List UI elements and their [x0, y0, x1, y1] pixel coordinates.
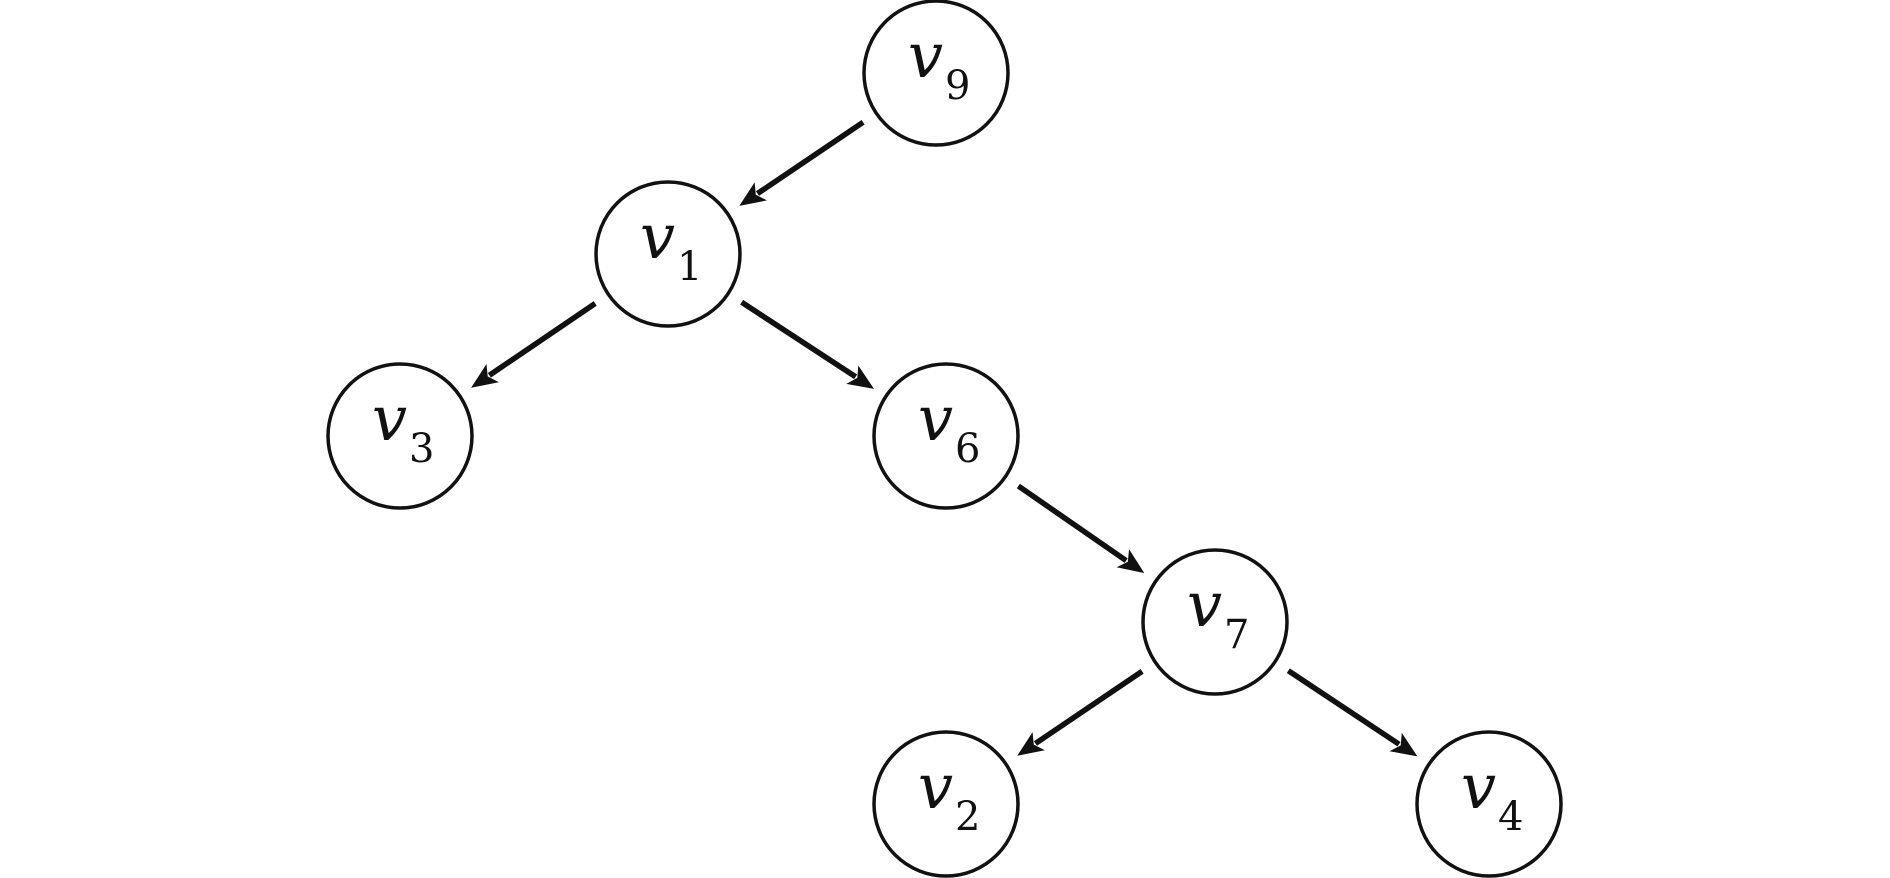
arrow-head	[846, 365, 874, 389]
node-label-letter: v	[918, 382, 953, 455]
node-label: v3	[372, 382, 434, 472]
node-circle	[594, 180, 742, 328]
edge-v7-to-v4	[1286, 668, 1418, 757]
node-circle	[862, 0, 1010, 147]
node-label-subscript: 2	[955, 794, 980, 840]
edge-line	[487, 301, 597, 378]
arrow-head	[1389, 732, 1418, 757]
arrow-head	[739, 182, 767, 206]
node-label-letter: v	[1187, 568, 1222, 641]
node-label-subscript: 9	[945, 63, 970, 109]
arrow-head	[1017, 732, 1045, 756]
node-label: v4	[1461, 750, 1523, 840]
node-label-letter: v	[372, 382, 407, 455]
node-label: v6	[918, 382, 980, 472]
node-label-letter: v	[908, 19, 943, 92]
node-v6: v6	[872, 362, 1020, 510]
node-label-subscript: 4	[1498, 794, 1523, 840]
node-label-letter: v	[918, 750, 953, 823]
edge-v9-to-v1	[739, 119, 865, 206]
node-v9: v9	[862, 0, 1010, 147]
edge-line	[1033, 669, 1144, 746]
edge-line	[1016, 483, 1128, 563]
edge-line	[755, 119, 865, 196]
edge-line	[740, 299, 858, 380]
node-label-subscript: 6	[955, 426, 980, 472]
node-circle	[326, 362, 474, 510]
node-label: v9	[908, 19, 970, 109]
edge-v6-to-v7	[1016, 483, 1145, 574]
node-label-subscript: 3	[409, 426, 434, 472]
node-label: v1	[640, 200, 702, 290]
node-label: v2	[918, 750, 980, 840]
arrow-head	[1116, 549, 1145, 574]
node-label-letter: v	[640, 200, 675, 273]
edge-v1-to-v3	[471, 301, 597, 388]
node-circle	[1415, 730, 1563, 878]
node-v7: v7	[1141, 548, 1289, 696]
edge-v7-to-v2	[1017, 669, 1144, 756]
arrow-head	[471, 364, 499, 388]
edge-line	[1286, 668, 1401, 747]
edges-layer	[471, 119, 1418, 757]
node-label-subscript: 1	[677, 244, 702, 290]
node-v1: v1	[594, 180, 742, 328]
node-v2: v2	[872, 730, 1020, 878]
node-circle	[872, 362, 1020, 510]
node-label-subscript: 7	[1224, 612, 1249, 658]
node-v3: v3	[326, 362, 474, 510]
node-label: v7	[1187, 568, 1249, 658]
node-circle	[1141, 548, 1289, 696]
node-circle	[872, 730, 1020, 878]
node-label-letter: v	[1461, 750, 1496, 823]
edge-v1-to-v6	[740, 299, 874, 389]
node-v4: v4	[1415, 730, 1563, 878]
